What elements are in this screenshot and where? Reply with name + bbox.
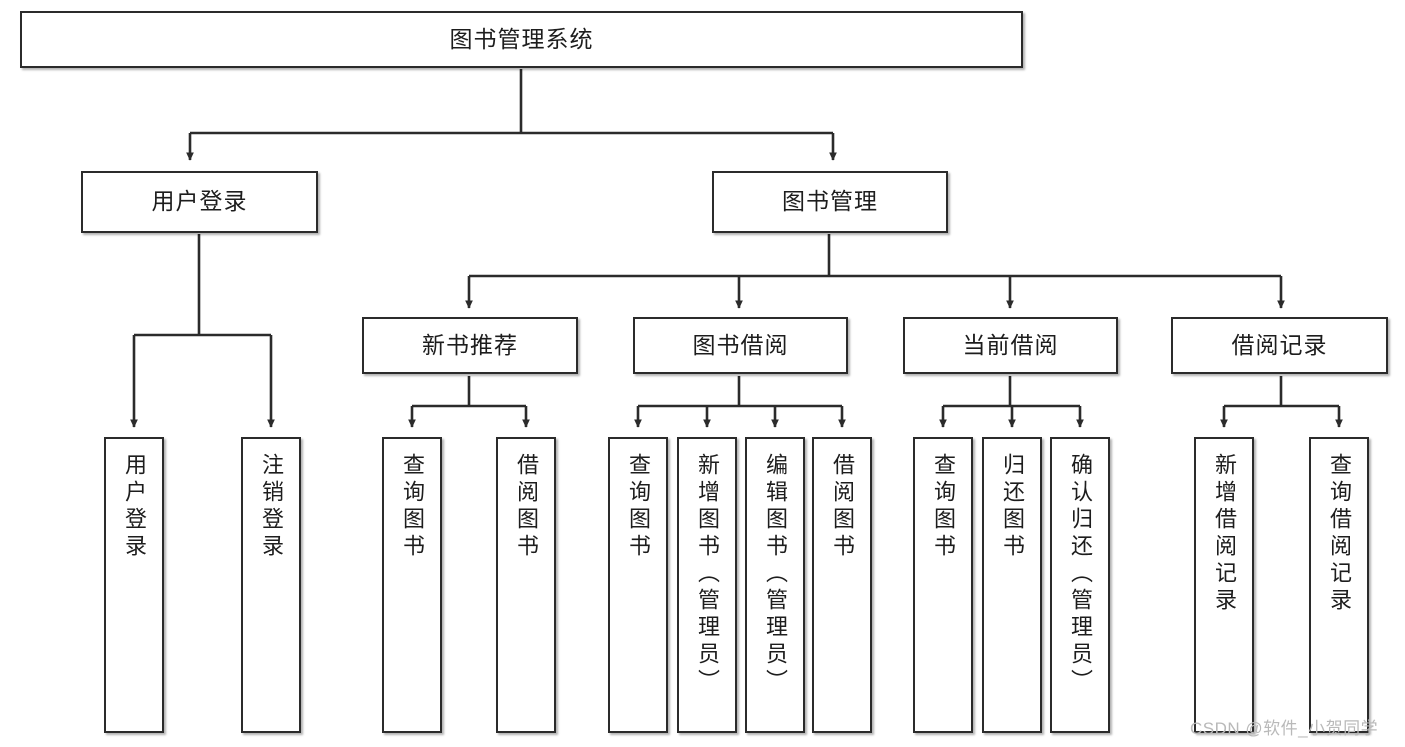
node-label: 新书推荐 — [422, 331, 518, 358]
leaf-return-book[interactable]: 归还图书 — [982, 437, 1042, 733]
node-label: 图书管理 — [782, 188, 878, 215]
leaf-confirm-return-admin[interactable]: 确认归还（管理员） — [1050, 437, 1110, 733]
node-label: 注销登录 — [259, 453, 284, 561]
leaf-borrow-book-recommend[interactable]: 借阅图书 — [496, 437, 556, 733]
node-label: 查询图书 — [931, 453, 956, 561]
node-label: 编辑图书（管理员） — [763, 453, 788, 696]
node-label: 图书管理系统 — [449, 25, 594, 52]
node-label: 新增借阅记录 — [1212, 453, 1237, 615]
leaf-query-book-recommend[interactable]: 查询图书 — [382, 437, 442, 733]
node-borrow-record[interactable]: 借阅记录 — [1171, 317, 1388, 374]
leaf-user-login[interactable]: 用户登录 — [104, 437, 164, 733]
leaf-add-book-admin[interactable]: 新增图书（管理员） — [677, 437, 737, 733]
node-label: 归还图书 — [1000, 453, 1025, 561]
leaf-edit-book-admin[interactable]: 编辑图书（管理员） — [745, 437, 805, 733]
leaf-logout-login[interactable]: 注销登录 — [241, 437, 301, 733]
leaf-query-borrow-record[interactable]: 查询借阅记录 — [1309, 437, 1369, 733]
node-label: 图书借阅 — [692, 331, 789, 358]
node-label: 用户登录 — [122, 453, 147, 561]
node-label: 用户登录 — [151, 188, 248, 215]
node-root-book-management-system[interactable]: 图书管理系统 — [20, 11, 1023, 68]
node-book-borrow[interactable]: 图书借阅 — [633, 317, 848, 374]
leaf-add-borrow-record[interactable]: 新增借阅记录 — [1194, 437, 1254, 733]
node-label: 当前借阅 — [962, 331, 1059, 358]
node-new-book-recommend[interactable]: 新书推荐 — [362, 317, 578, 374]
node-label: 新增图书（管理员） — [695, 453, 720, 696]
node-label: 查询借阅记录 — [1327, 453, 1352, 615]
leaf-query-book-borrow[interactable]: 查询图书 — [608, 437, 668, 733]
node-label: 借阅图书 — [830, 453, 855, 561]
node-label: 查询图书 — [400, 453, 425, 561]
node-user-login[interactable]: 用户登录 — [81, 171, 318, 233]
node-current-borrow[interactable]: 当前借阅 — [903, 317, 1118, 374]
node-label: 查询图书 — [626, 453, 651, 561]
node-label: 借阅记录 — [1231, 331, 1328, 358]
node-book-management[interactable]: 图书管理 — [712, 171, 948, 233]
node-label: 借阅图书 — [514, 453, 539, 561]
leaf-query-book-current[interactable]: 查询图书 — [913, 437, 973, 733]
leaf-borrow-book[interactable]: 借阅图书 — [812, 437, 872, 733]
node-label: 确认归还（管理员） — [1068, 453, 1093, 696]
